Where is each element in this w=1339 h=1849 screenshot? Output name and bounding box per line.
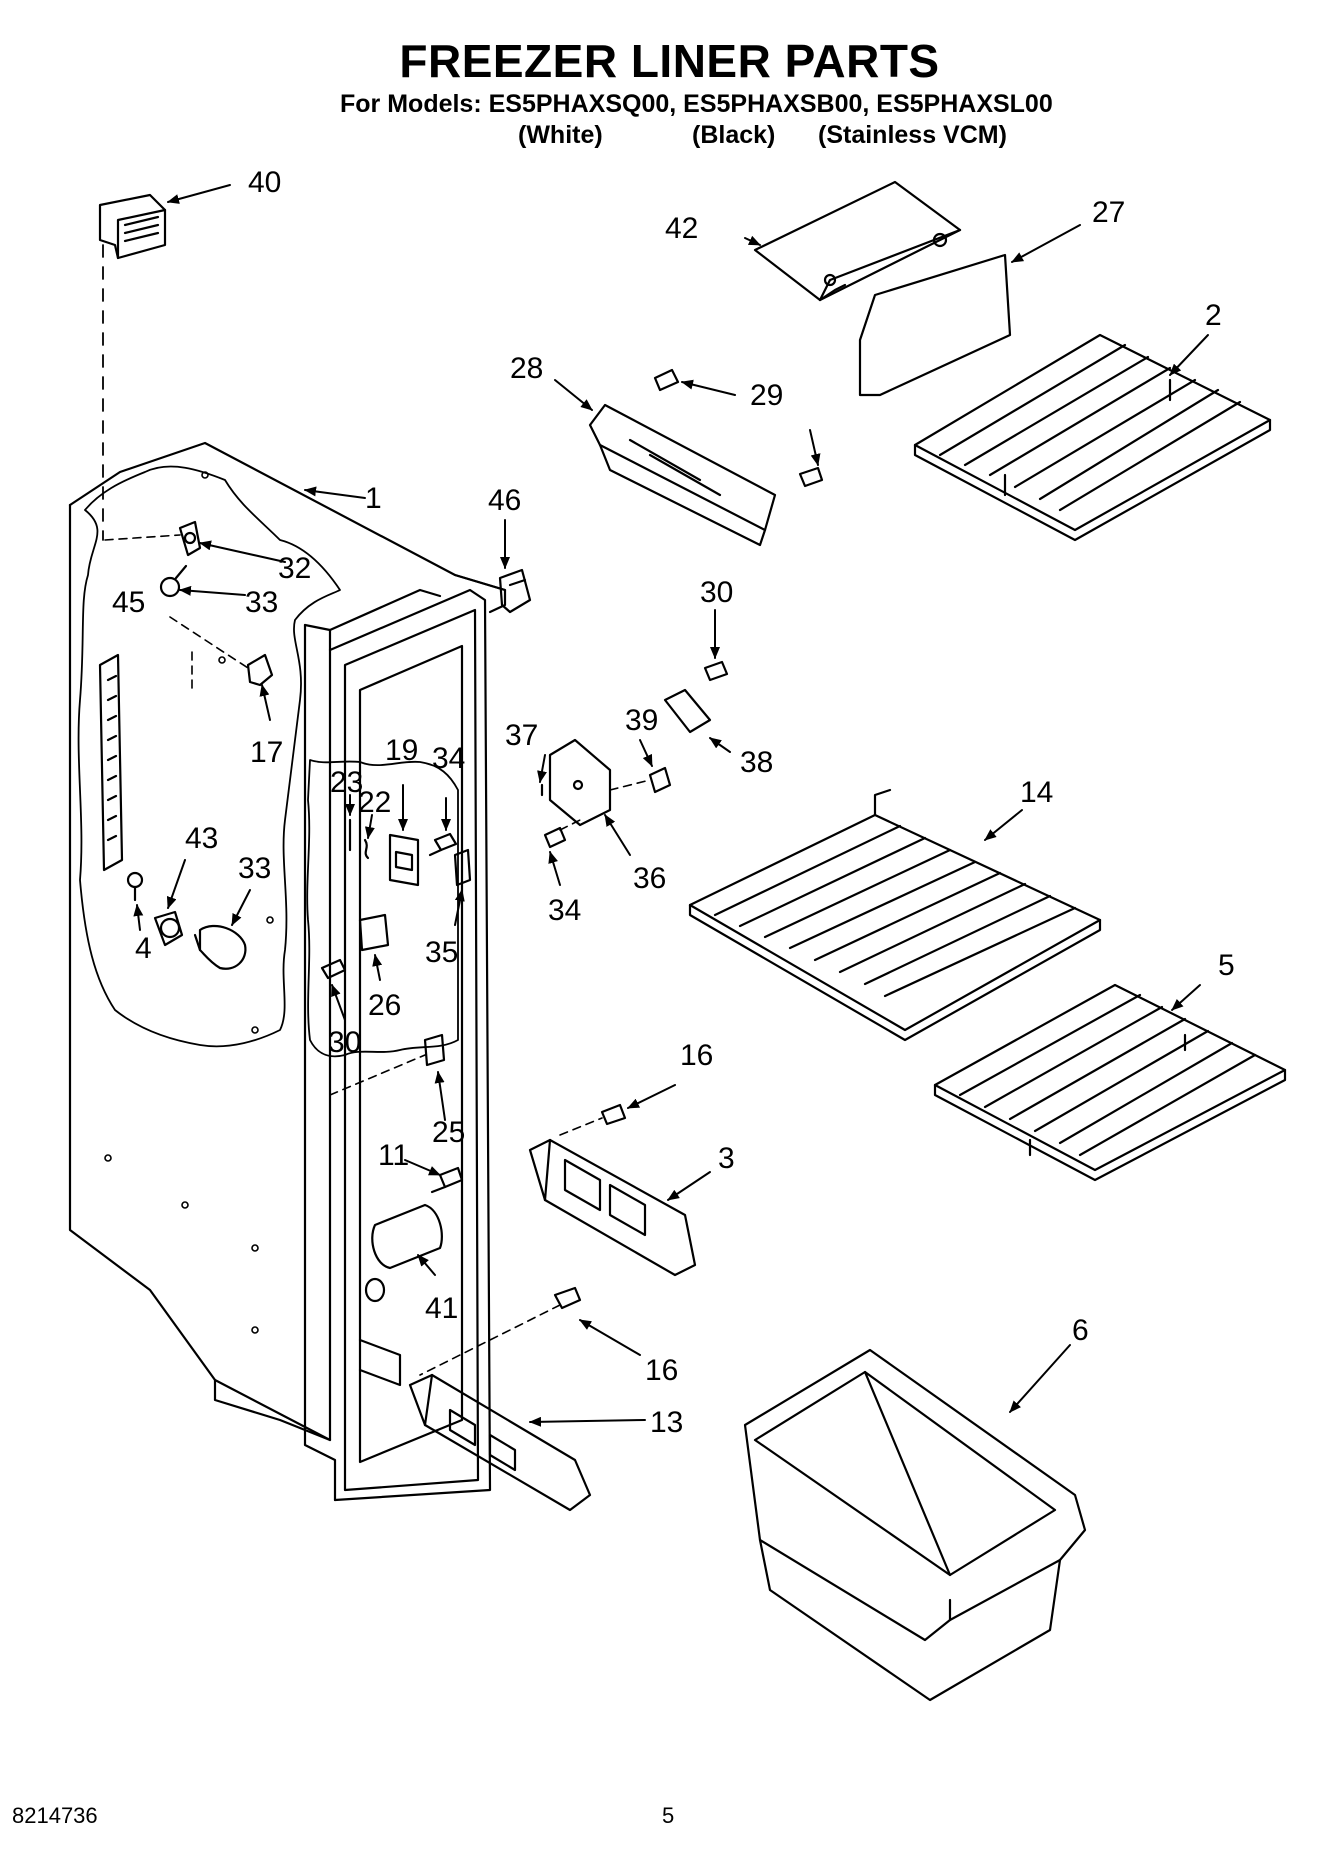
part-2-shelf: [913, 333, 1272, 542]
callout-36: 36: [633, 862, 666, 895]
callout-6: 6: [1072, 1314, 1089, 1347]
part-30-screw-right: [703, 660, 729, 682]
leader-16-lower: [419, 1304, 561, 1376]
callout-5: 5: [1218, 949, 1235, 982]
variant-black: (Black): [692, 121, 776, 149]
callout-42: 42: [665, 212, 698, 245]
part-41-capacitor: [364, 1203, 443, 1303]
callout-labels: 40 42 27 2 28 29 1 46 32 33 45 30 17 37 …: [112, 166, 1235, 1439]
callout-13: 13: [650, 1406, 683, 1439]
part-34-screw-right: [543, 819, 581, 849]
part-46-clip: [498, 568, 532, 614]
callout-22: 22: [358, 786, 391, 819]
callout-16b: 16: [645, 1354, 678, 1387]
page-number: 5: [662, 1803, 675, 1828]
callout-14: 14: [1020, 776, 1053, 809]
callout-11: 11: [378, 1139, 409, 1172]
callout-30b: 30: [328, 1026, 361, 1059]
document-number: 8214736: [12, 1803, 98, 1828]
part-14-shelf: [688, 788, 1102, 1042]
callout-33: 33: [245, 586, 278, 619]
callout-27: 27: [1092, 196, 1125, 229]
part-39-knob: [609, 766, 672, 794]
callout-4: 4: [135, 932, 152, 965]
part-29-screw-a: [653, 368, 680, 392]
variant-stainless: (Stainless VCM): [818, 121, 1007, 149]
part-40-cover: [98, 193, 167, 260]
part-25-switch: [329, 1033, 446, 1096]
callout-3: 3: [718, 1142, 735, 1175]
callout-16: 16: [680, 1039, 713, 1072]
callout-46: 46: [488, 484, 521, 517]
callout-29: 29: [750, 379, 783, 412]
callout-26: 26: [368, 989, 401, 1022]
part-29-screw-b: [798, 466, 824, 488]
part-26-bracket: [358, 913, 390, 952]
callout-40: 40: [248, 166, 281, 199]
callout-39: 39: [625, 704, 658, 737]
callout-41: 41: [425, 1292, 458, 1325]
part-32-socket: [104, 520, 202, 557]
part-5-shelf: [933, 983, 1287, 1182]
part-11-screw: [430, 1166, 464, 1194]
callout-35: 35: [425, 936, 458, 969]
part-33-bulb: [193, 924, 247, 970]
freezer-liner-cabinet: [68, 441, 507, 1502]
part-28-bracket: [588, 403, 777, 547]
part-27-panel: [858, 253, 1012, 397]
callout-32: 32: [278, 552, 311, 585]
callout-2: 2: [1205, 299, 1222, 332]
part-42-hinge: [753, 180, 962, 302]
part-36-housing: [548, 738, 612, 827]
part-38-board: [663, 688, 712, 734]
part-6-bin: [743, 1348, 1087, 1702]
part-43-socket: [153, 910, 184, 947]
callout-34: 34: [432, 742, 465, 775]
callout-19: 19: [385, 734, 418, 767]
part-16-screw-upper: [559, 1103, 627, 1136]
callout-33b: 33: [238, 852, 271, 885]
part-13-bracket: [408, 1373, 592, 1512]
callout-38: 38: [740, 746, 773, 779]
page-title: FREEZER LINER PARTS: [399, 35, 940, 87]
part-17-clip: [169, 616, 274, 691]
model-numbers: For Models: ES5PHAXSQ00, ES5PHAXSB00, ES…: [340, 90, 1053, 118]
part-22-spring: [363, 838, 370, 860]
callout-1: 1: [365, 482, 382, 515]
part-3-bracket: [528, 1138, 697, 1277]
part-35-cover: [453, 848, 472, 887]
callout-17: 17: [250, 736, 283, 769]
leader-arrows: [133, 184, 1209, 1427]
variant-white: (White): [518, 121, 603, 149]
liner-wall-recess: [358, 1338, 402, 1387]
callout-23: 23: [330, 766, 363, 799]
callout-25: 25: [432, 1116, 465, 1149]
callout-37: 37: [505, 719, 538, 752]
part-34-screw: [428, 832, 458, 857]
part-30-screw-left: [320, 958, 347, 980]
part-33-bulb-top: [159, 564, 188, 598]
part-45-rail: [98, 653, 124, 872]
part-4-screw: [126, 871, 144, 902]
part-19-switch: [388, 833, 420, 887]
callout-45: 45: [112, 586, 145, 619]
callout-30: 30: [700, 576, 733, 609]
callout-34b: 34: [548, 894, 581, 927]
callout-28: 28: [510, 352, 543, 385]
callout-43: 43: [185, 822, 218, 855]
part-16-screw-lower: [553, 1286, 582, 1310]
